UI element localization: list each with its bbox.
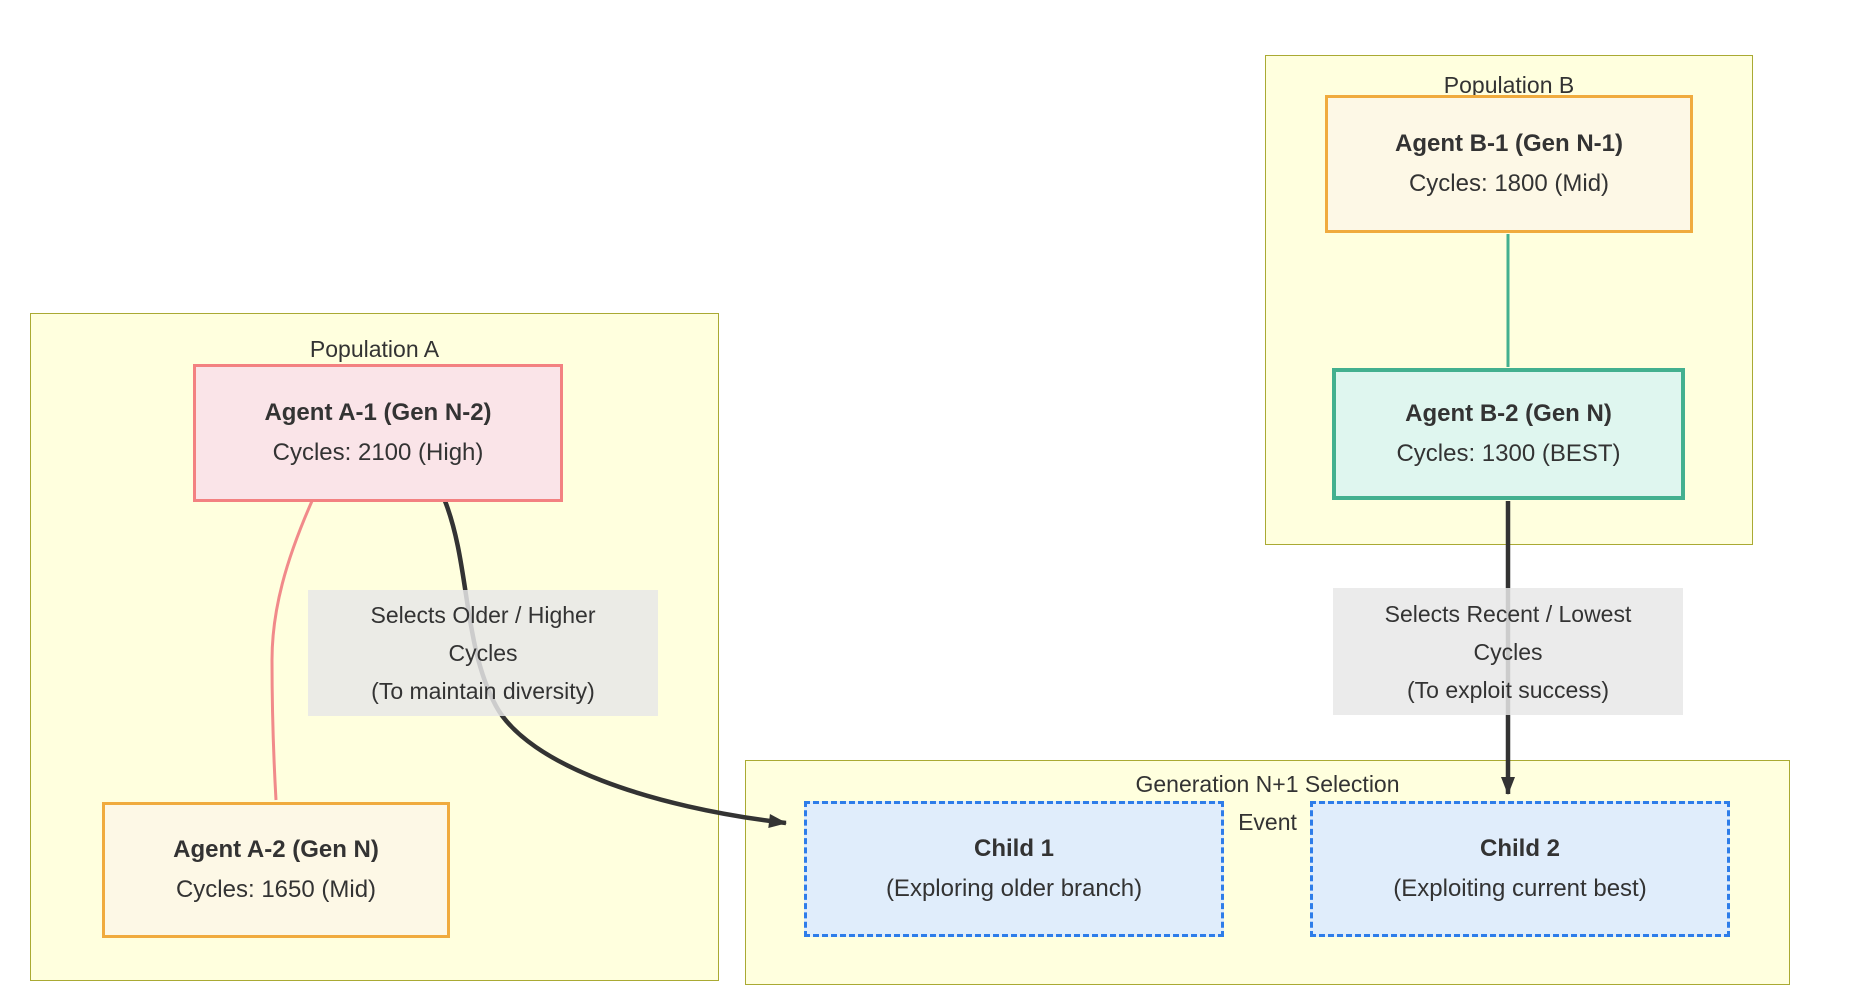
agent-b1-name: Agent B-1 (Gen N-1) (1395, 130, 1623, 157)
child-2-detail: (Exploiting current best) (1393, 875, 1647, 902)
agent-b1-cycles: Cycles: 1800 (Mid) (1408, 170, 1610, 197)
edge-a1-to-a2 (270, 500, 314, 801)
child-1-name: Child 1 (973, 835, 1054, 862)
edge-label-select-older: Selects Older / Higher Cycles (To mainta… (308, 590, 658, 716)
edge-label-select-recent: Selects Recent / Lowest Cycles (To explo… (1333, 588, 1683, 715)
node-agent-a1: Agent A-1 (Gen N-2) Cycles: 2100 (High) (193, 364, 563, 502)
agent-a2-name: Agent A-2 (Gen N) (173, 836, 379, 863)
child-2-name: Child 2 (1479, 835, 1560, 862)
node-child-2: Child 2 (Exploiting current best) (1310, 801, 1730, 937)
population-a-title: Population A (309, 336, 440, 362)
child-1-detail: (Exploring older branch) (885, 875, 1143, 902)
agent-a1-cycles: Cycles: 2100 (High) (272, 439, 484, 466)
node-agent-b1: Agent B-1 (Gen N-1) Cycles: 1800 (Mid) (1325, 95, 1693, 233)
edge-label-select-older-line3: (To maintain diversity) (371, 678, 595, 704)
edge-label-select-older-line1: Selects Older / Higher (370, 602, 596, 628)
node-agent-b2: Agent B-2 (Gen N) Cycles: 1300 (BEST) (1332, 368, 1685, 500)
agent-a1-name: Agent A-1 (Gen N-2) (264, 399, 492, 426)
agent-b2-name: Agent B-2 (Gen N) (1405, 400, 1612, 427)
edge-label-select-recent-line1: Selects Recent / Lowest (1384, 600, 1632, 627)
agent-a2-cycles: Cycles: 1650 (Mid) (175, 876, 377, 903)
population-b-title: Population B (1443, 72, 1575, 98)
node-child-1: Child 1 (Exploring older branch) (804, 801, 1224, 937)
generation-title-line1: Generation N+1 Selection (1135, 771, 1400, 797)
edge-label-select-recent-line2: Cycles (1473, 638, 1543, 665)
edge-label-select-recent-line3: (To exploit success) (1407, 676, 1609, 703)
edge-label-select-older-line2: Cycles (448, 640, 518, 666)
node-agent-a2: Agent A-2 (Gen N) Cycles: 1650 (Mid) (102, 802, 450, 938)
generation-title-line2: Event (1238, 809, 1297, 835)
agent-b2-cycles: Cycles: 1300 (BEST) (1396, 440, 1621, 467)
